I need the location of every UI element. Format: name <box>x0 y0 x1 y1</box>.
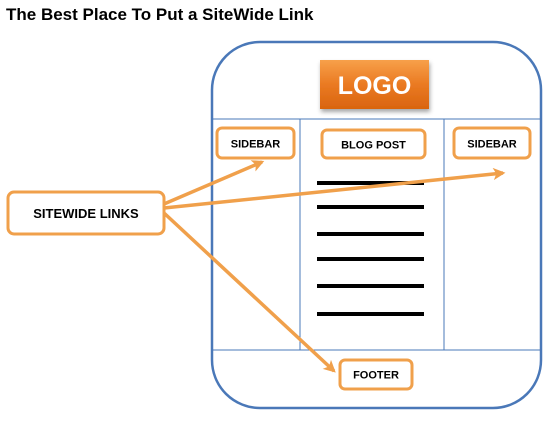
sidebar-left-box: SIDEBAR <box>215 126 296 160</box>
sidebar-right-box: SIDEBAR <box>452 126 532 160</box>
layout-dividers <box>213 118 540 351</box>
sitewide-links-label: SITEWIDE LINKS <box>33 206 139 221</box>
diagram-title: The Best Place To Put a SiteWide Link <box>6 5 314 24</box>
sitewide-links-box: SITEWIDE LINKS <box>6 190 166 236</box>
logo-label: LOGO <box>338 72 412 100</box>
logo-box: LOGO <box>320 60 429 109</box>
blog-post-label: BLOG POST <box>341 140 406 152</box>
link-arrows <box>162 160 506 373</box>
arrow-to-right-sidebar <box>163 167 506 210</box>
footer-box: FOOTER <box>338 358 414 391</box>
blog-post-box: BLOG POST <box>320 128 427 160</box>
sidebar-left-label: SIDEBAR <box>231 139 281 151</box>
footer-label: FOOTER <box>353 370 399 382</box>
arrow-to-footer <box>162 211 336 373</box>
arrow-to-left-sidebar <box>163 160 265 206</box>
sidebar-right-label: SIDEBAR <box>467 139 517 151</box>
